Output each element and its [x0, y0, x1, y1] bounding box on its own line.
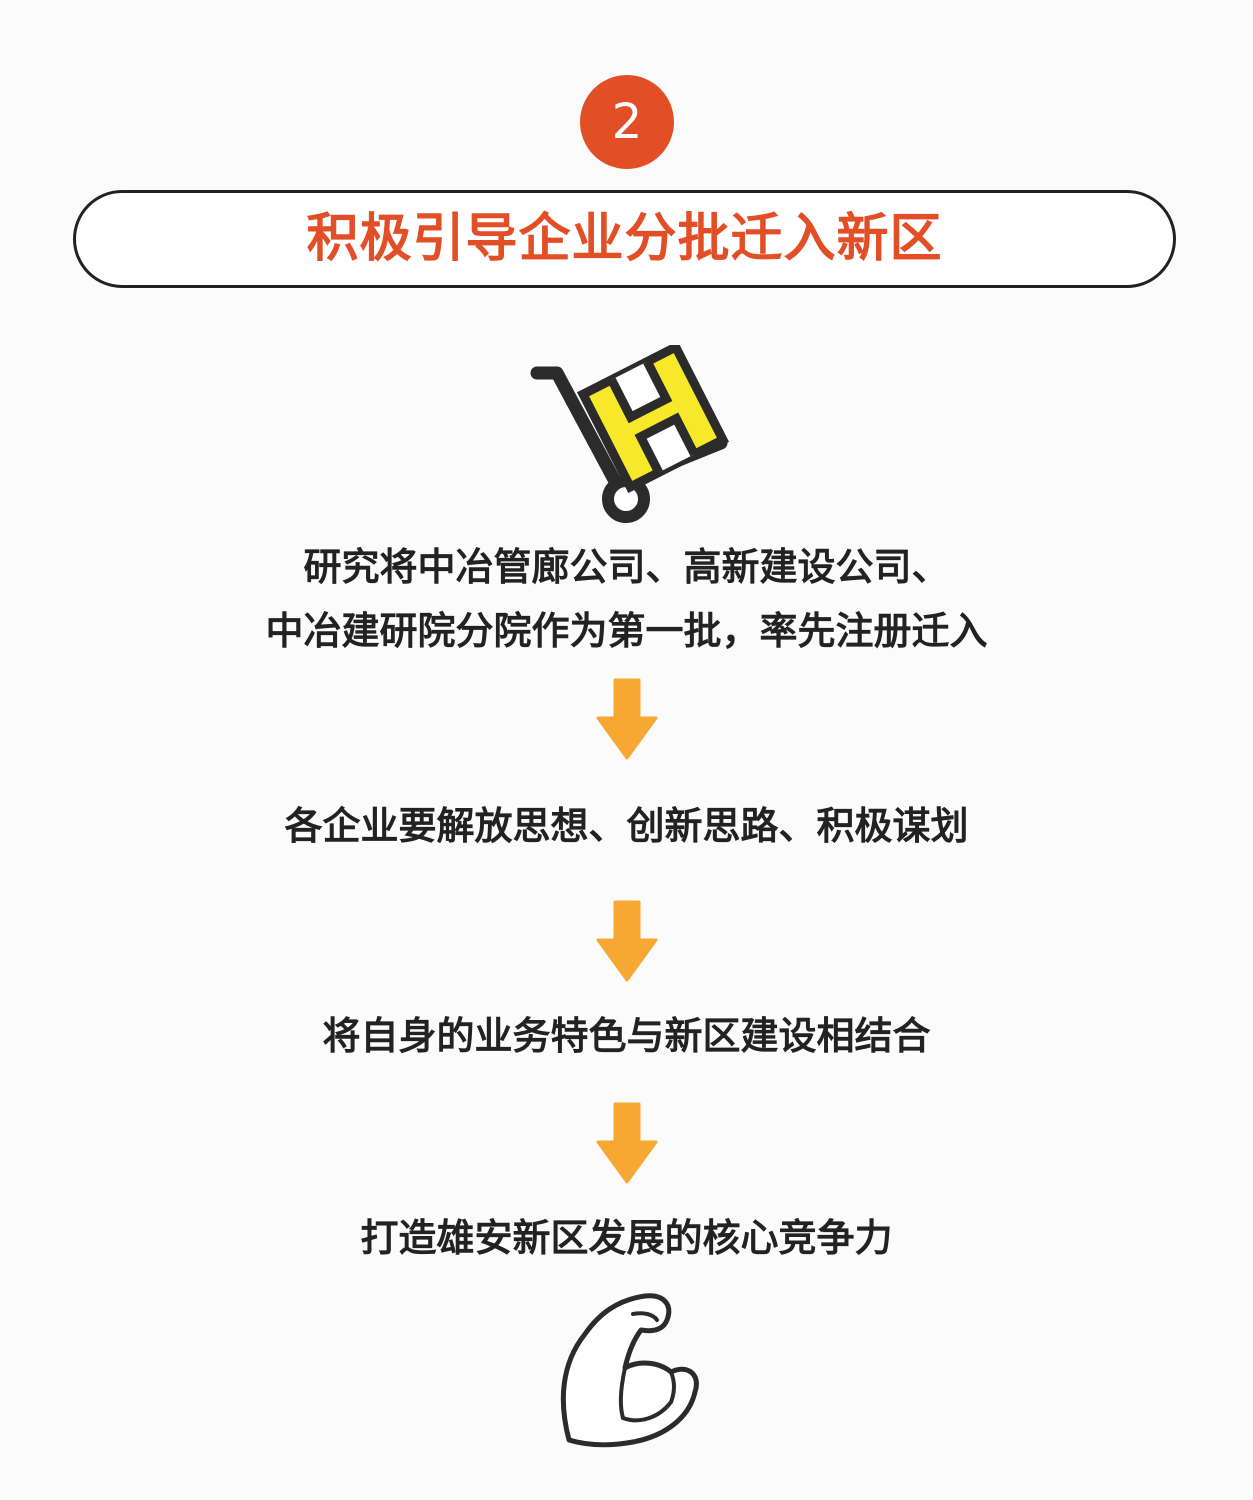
flexed-bicep-icon [560, 1293, 699, 1448]
section-title: 积极引导企业分批迁入新区 [306, 209, 943, 269]
step-1-line-1: 研究将中冶管廊公司、高新建设公司、 [303, 545, 950, 589]
down-arrow-icon [596, 1102, 658, 1184]
step-4-text: 打造雄安新区发展的核心竞争力 [360, 1216, 893, 1260]
step-1-text: 研究将中冶管廊公司、高新建设公司、 中冶建研院分院作为第一批，率先注册迁入 [0, 535, 1253, 663]
step-1-line-2: 中冶建研院分院作为第一批，率先注册迁入 [265, 609, 988, 653]
title-banner: 积极引导企业分批迁入新区 [73, 190, 1176, 288]
hand-truck-with-box-icon [530, 345, 729, 523]
step-3-text: 将自身的业务特色与新区建设相结合 [322, 1014, 931, 1058]
step-2-text: 各企业要解放思想、创新思路、积极谋划 [284, 804, 969, 848]
down-arrow-icon [596, 900, 658, 982]
down-arrow-icon [596, 678, 658, 760]
step-number-badge: 2 [580, 75, 674, 169]
